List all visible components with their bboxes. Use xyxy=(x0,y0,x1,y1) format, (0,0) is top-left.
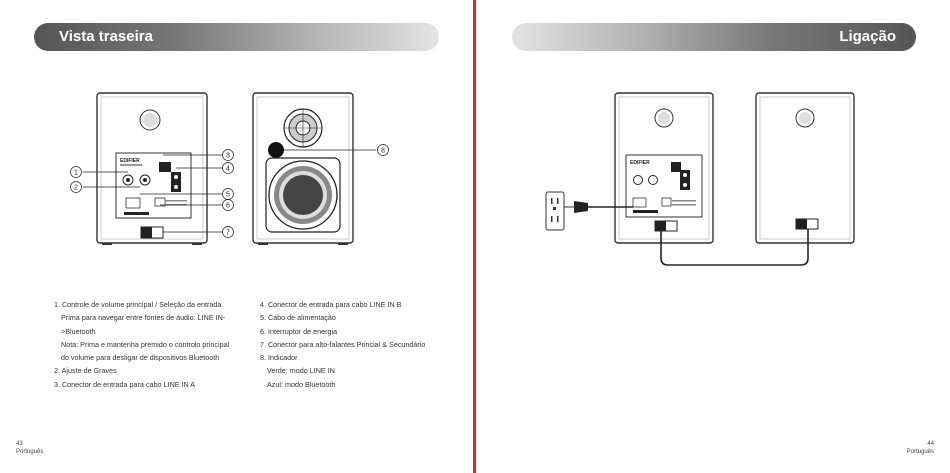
legend-item-1-note: do volume para desligar de dispositivos … xyxy=(61,353,220,363)
section-header-connection: Ligação xyxy=(512,23,916,51)
indicator-light xyxy=(268,142,284,158)
panel-brand: EDIFIER xyxy=(120,158,140,164)
page-language: Português xyxy=(16,449,44,455)
svg-text:5: 5 xyxy=(226,192,230,199)
speaker-interconnect-cable xyxy=(660,229,809,266)
legend-item-6: 6. Interruptor de energia xyxy=(260,326,338,336)
legend-item-8-green: Verde: modo LINE IN xyxy=(267,366,335,376)
callout-5: 5 xyxy=(222,188,234,200)
svg-text:8: 8 xyxy=(381,148,385,155)
section-header-rear-view: Vista traseira xyxy=(34,23,439,51)
legend-item-1-detail: Prima para navegar entre fontes de áudio… xyxy=(61,313,226,323)
connection-diagram: EDIFIER xyxy=(545,92,855,266)
svg-text:4: 4 xyxy=(226,166,230,173)
line-in-b-jack xyxy=(171,172,181,192)
right-page: Ligação EDIFIER xyxy=(476,0,950,473)
legend-item-7: 7. Conector para alto-falantes Princial … xyxy=(260,339,426,349)
page-number: 43 xyxy=(16,441,23,447)
woofer xyxy=(265,157,341,233)
tweeter xyxy=(283,108,323,148)
legend-item-8: 8. Indicador xyxy=(260,353,298,363)
callout-8: 8 xyxy=(377,144,389,156)
legend-item-1-detail: >Bluetooth xyxy=(61,326,96,336)
left-page: Vista traseira EDIFIER xyxy=(0,0,474,473)
callout-2: 2 xyxy=(70,181,82,193)
satellite-speaker-rear xyxy=(755,92,855,244)
page-number: 44 xyxy=(927,441,934,447)
callout-1: 1 xyxy=(70,166,82,178)
svg-text:7: 7 xyxy=(226,230,230,237)
legend-column-2: 4. Conector de entrada para cabo LINE IN… xyxy=(260,298,460,391)
power-cable-socket xyxy=(125,197,141,209)
legend-item-5: 5. Cabo de alimentação xyxy=(260,313,336,323)
line-in-a-jack xyxy=(159,162,171,172)
page-language: Português xyxy=(906,449,934,455)
svg-text:6: 6 xyxy=(226,203,230,210)
svg-text:2: 2 xyxy=(74,185,78,192)
callout-6: 6 xyxy=(222,199,234,211)
legend-item-2: 2. Ajuste de Graves xyxy=(54,366,117,376)
wall-outlet xyxy=(545,191,565,231)
section-title: Ligação xyxy=(839,28,896,45)
legend-item-1-note: Nota: Prima e mantenha premido o control… xyxy=(61,339,230,349)
power-switch xyxy=(154,197,166,207)
callout-4: 4 xyxy=(222,162,234,174)
page-footer-left: 43 Português xyxy=(16,440,43,456)
svg-text:3: 3 xyxy=(226,153,230,160)
callout-3: 3 xyxy=(222,149,234,161)
legend-item-1: 1. Controle de volume principal / Seleçã… xyxy=(54,300,222,309)
legend-item-8-blue: Azul: modo Bluetooth xyxy=(267,379,336,389)
power-plug xyxy=(564,201,633,213)
page-gutter xyxy=(473,0,476,473)
page-footer-right: 44 Português xyxy=(907,440,934,456)
callout-7: 7 xyxy=(222,226,234,238)
legend-item-3: 3. Conector de entrada para cabo LINE IN… xyxy=(54,379,196,389)
panel-brand: EDIFIER xyxy=(630,160,650,166)
legend-item-4: 4. Conector de entrada para cabo LINE IN… xyxy=(260,300,402,309)
rear-view-diagram: EDIFIER xyxy=(70,92,389,245)
section-title: Vista traseira xyxy=(59,28,153,45)
legend-column-1: 1. Controle de volume principal / Seleçã… xyxy=(54,298,244,391)
svg-text:1: 1 xyxy=(74,170,78,177)
